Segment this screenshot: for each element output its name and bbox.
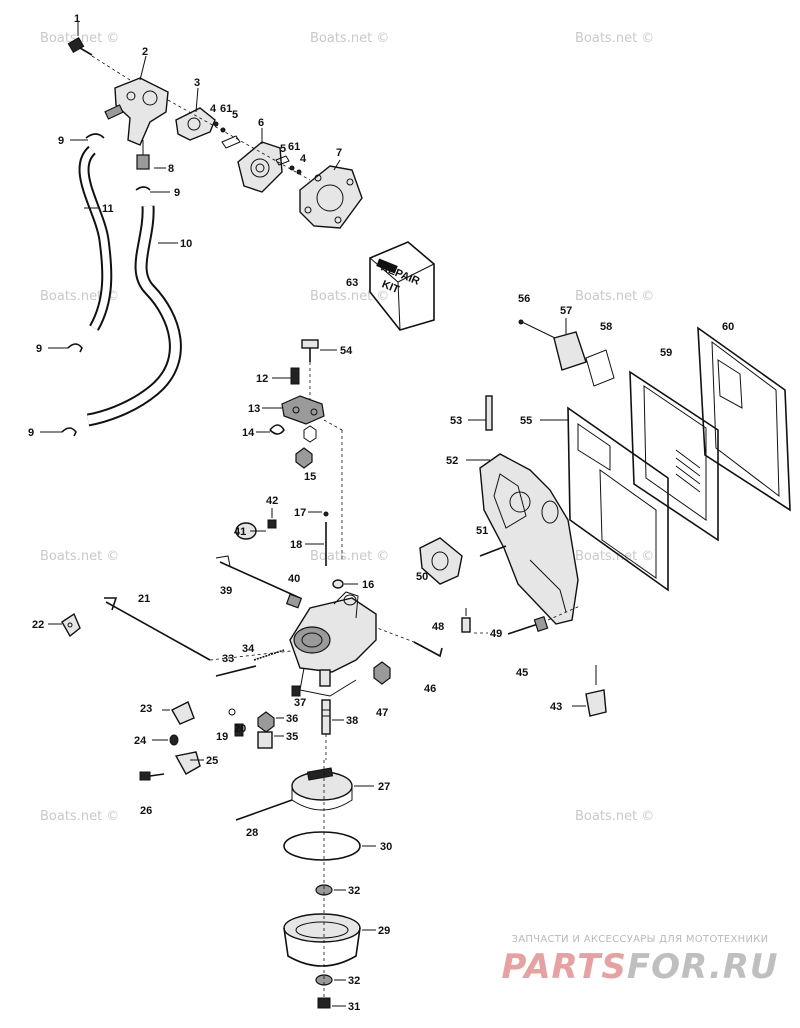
callout-label: 24 xyxy=(134,735,147,747)
leader-lines xyxy=(40,24,586,1007)
callout-label: 11 xyxy=(102,203,114,215)
callout-label: 58 xyxy=(600,321,612,333)
callout-label: 34 xyxy=(242,643,255,655)
watermark: Boats.net © xyxy=(310,549,389,564)
callout-label: 9 xyxy=(174,187,180,199)
callout-label: 10 xyxy=(180,238,192,250)
brand-tagline: ЗАПЧАСТИ И АКСЕССУАРЫ ДЛЯ МОТОТЕХНИКИ xyxy=(511,934,769,945)
callout-label: 16 xyxy=(362,579,374,591)
callout-label: 54 xyxy=(340,345,353,357)
callout-label: 6 xyxy=(258,117,264,129)
callout-label: 15 xyxy=(304,471,316,483)
watermark: Boats.net © xyxy=(310,31,389,46)
callout-label: 5 xyxy=(232,109,238,121)
fuel-pump-group xyxy=(61,22,363,437)
callout-label: 48 xyxy=(432,621,444,633)
callout-label: 31 xyxy=(348,1001,360,1013)
watermark: Boats.net © xyxy=(575,549,654,564)
callout-label: 9 xyxy=(28,427,34,439)
callout-label: 13 xyxy=(248,403,260,415)
callout-label: 52 xyxy=(446,455,458,467)
callout-label: 51 xyxy=(476,525,488,537)
callout-label: 47 xyxy=(376,707,388,719)
carburetor-group xyxy=(61,339,377,1009)
callout-label: 2 xyxy=(142,46,148,58)
callout-label: 46 xyxy=(424,683,436,695)
callout-label: 28 xyxy=(246,827,258,839)
callout-label: 57 xyxy=(560,305,572,317)
callout-label: 4 xyxy=(210,103,217,115)
brand-logo[interactable]: PARTSFOR.RU xyxy=(490,947,790,987)
callout-label: 21 xyxy=(138,593,150,605)
callout-label: 38 xyxy=(346,715,358,727)
callout-label: 23 xyxy=(140,703,152,715)
callout-label: 29 xyxy=(378,925,390,937)
repair-kit-box: REPAIR KIT xyxy=(369,241,435,331)
callout-label: 45 xyxy=(516,667,528,679)
callout-label: 33 xyxy=(222,653,234,665)
callout-label: 37 xyxy=(294,697,306,709)
callout-label: 9 xyxy=(58,135,64,147)
manifold-gasket-group xyxy=(355,319,791,717)
callout-label: 19 xyxy=(216,731,228,743)
callout-label: 12 xyxy=(256,373,268,385)
watermark: Boats.net © xyxy=(575,31,654,46)
watermark: Boats.net © xyxy=(310,289,389,304)
callout-label: 18 xyxy=(290,539,302,551)
callout-label: 27 xyxy=(378,781,390,793)
callout-label: 39 xyxy=(220,585,232,597)
brand-logo-part-b: FOR.RU xyxy=(626,947,779,987)
callout-label: 59 xyxy=(660,347,672,359)
callout-label: 42 xyxy=(266,495,278,507)
callout-label: 22 xyxy=(32,619,44,631)
callout-label: 60 xyxy=(722,321,734,333)
callout-label: 14 xyxy=(242,427,255,439)
callout-label: 41 xyxy=(234,526,246,538)
callout-label: 8 xyxy=(168,163,174,175)
callout-label: 32 xyxy=(348,975,360,987)
callout-label: 63 xyxy=(346,277,358,289)
callout-label: 1 xyxy=(74,13,80,25)
callout-label: 36 xyxy=(286,713,298,725)
callout-label: 35 xyxy=(286,731,298,743)
callout-label: 40 xyxy=(288,573,300,585)
callout-label: 25 xyxy=(206,755,218,767)
callout-label: 53 xyxy=(450,415,462,427)
callout-label: 17 xyxy=(294,507,306,519)
watermark: Boats.net © xyxy=(40,809,119,824)
callout-label: 4 xyxy=(300,153,307,165)
watermarks: Boats.net © Boats.net © Boats.net © Boat… xyxy=(40,31,654,824)
callout-label: 30 xyxy=(380,841,392,853)
callout-label: 20 xyxy=(234,723,246,735)
callout-label: 55 xyxy=(520,415,532,427)
callout-label: 32 xyxy=(348,885,360,897)
callout-label: 43 xyxy=(550,701,562,713)
watermark: Boats.net © xyxy=(40,549,119,564)
callout-label: 50 xyxy=(416,571,428,583)
callout-label: 61 xyxy=(220,103,232,115)
brand-logo-part-a: PARTS xyxy=(501,947,627,987)
callout-label: 26 xyxy=(140,805,152,817)
callout-label: 56 xyxy=(518,293,530,305)
watermark: Boats.net © xyxy=(575,809,654,824)
callout-label: 49 xyxy=(490,628,502,640)
callout-labels: 1 2 3 4 61 5 6 5 61 4 7 8 9 9 11 10 63 9… xyxy=(28,13,734,1013)
callout-label: 7 xyxy=(336,147,342,159)
callout-label: 9 xyxy=(36,343,42,355)
callout-label: 5 xyxy=(280,143,286,155)
watermark: Boats.net © xyxy=(575,289,654,304)
callout-label: 61 xyxy=(288,141,300,153)
callout-label: 3 xyxy=(194,77,200,89)
